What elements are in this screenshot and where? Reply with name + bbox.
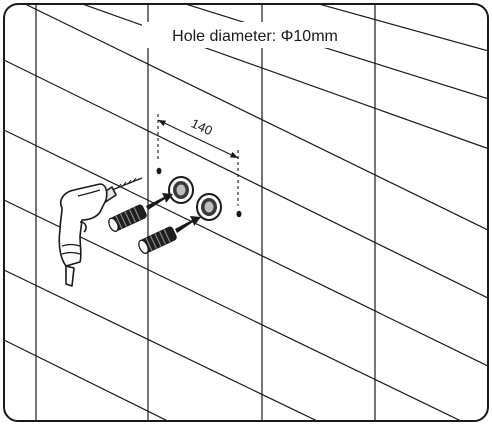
power-drill-icon	[58, 177, 143, 287]
dimension-arrow-left-icon	[158, 120, 166, 127]
drill-grip	[61, 243, 81, 255]
dimension-indicator	[157, 114, 239, 206]
anchor-hole-lower	[196, 193, 222, 221]
grid-diagonal	[289, 4, 488, 53]
drill-body	[58, 183, 108, 267]
insert-arrow-icon	[175, 216, 201, 233]
grid-diagonal	[4, 4, 488, 233]
drill-trigger	[79, 221, 87, 233]
grid-diagonal	[4, 199, 488, 421]
wall-anchor-icon	[108, 204, 147, 232]
insert-arrow-icon	[146, 193, 173, 210]
drill-bit-spiral	[117, 177, 137, 189]
caption-background	[142, 22, 368, 48]
dimension-line	[157, 119, 239, 159]
figure-frame	[3, 3, 489, 422]
grid-diagonal	[4, 269, 341, 421]
drilled-hole-icon	[156, 167, 162, 175]
grid-diagonal	[4, 59, 488, 301]
grid-diagonal	[4, 129, 488, 369]
grid-diagonal	[4, 339, 191, 421]
grid-diagonal	[59, 4, 488, 151]
hole-diameter-caption: Hole diameter: Φ10mm	[172, 28, 338, 45]
wall-anchor-icon	[138, 226, 177, 254]
drill-handle-end	[65, 265, 75, 287]
drill-accent	[77, 189, 101, 197]
drilled-hole-icon	[236, 210, 242, 218]
anchor-hole-upper	[168, 176, 194, 204]
dimension-arrow-right-icon	[230, 151, 238, 158]
drill-bit	[111, 177, 143, 191]
